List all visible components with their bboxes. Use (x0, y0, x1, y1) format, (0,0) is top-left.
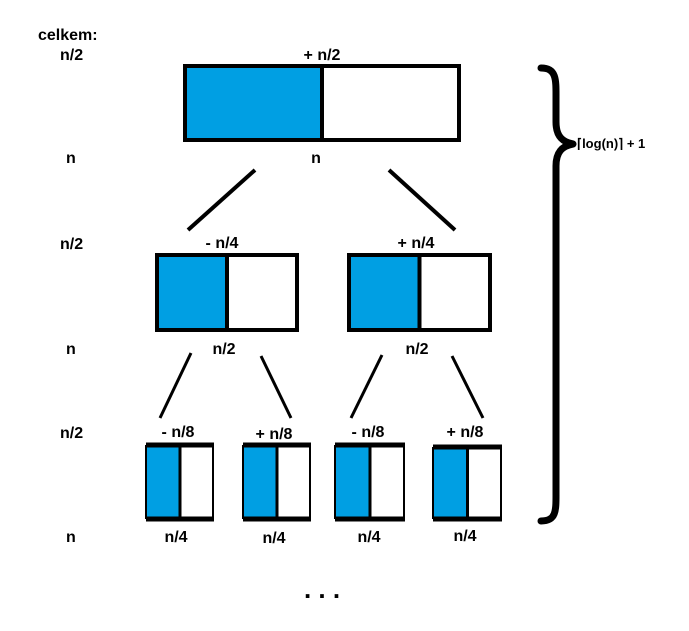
level2-right-bottom-label: n/2 (405, 341, 428, 358)
edge-l1-left (186, 168, 257, 232)
total-row-3: n/2 (60, 236, 83, 253)
level3-3-bottom-label: n/4 (357, 529, 380, 546)
level1-box-fill (185, 66, 322, 140)
level3-3-top-label: - n/8 (352, 424, 385, 441)
level1-top-label: + n/2 (304, 47, 341, 64)
level3-3-box-fill (335, 445, 370, 519)
level3-node-4: + n/8 n/4 (432, 424, 502, 545)
level3-2-bottom-label: n/4 (262, 530, 285, 547)
totals-column: celkem: n/2 n n/2 n n/2 n (38, 27, 98, 546)
totals-header: celkem: (38, 27, 98, 44)
level1-node: + n/2 n (183, 47, 461, 167)
level2-left-box-fill (157, 255, 227, 330)
edge-l2-right-a (349, 354, 384, 419)
level3-1-top-label: - n/8 (162, 424, 195, 441)
level3-node-1: - n/8 n/4 (145, 424, 214, 546)
edge-l2-left-a (158, 352, 193, 419)
level3-1-box-fill (146, 445, 180, 519)
level2-left-top-label: - n/4 (206, 235, 239, 252)
level2-right-box-outline (347, 253, 492, 332)
edge-l2-right-b (450, 355, 485, 419)
ellipsis: . . . (304, 574, 340, 604)
total-row-1: n/2 (60, 47, 83, 64)
edge-l1-right (387, 168, 457, 232)
level1-box-outline (183, 64, 461, 142)
level3-4-box-fill (433, 447, 468, 519)
edge-l2-left-b (259, 355, 293, 419)
brace-label: ⌈log(n)⌉ + 1 (577, 136, 645, 151)
curly-brace-icon (537, 64, 577, 525)
level3-1-bottom-label: n/4 (164, 529, 187, 546)
level1-bottom-label: n (311, 150, 321, 167)
level3-2-box-fill (243, 445, 277, 519)
total-row-6: n (66, 529, 76, 546)
total-row-2: n (66, 150, 76, 167)
total-row-5: n/2 (60, 425, 83, 442)
level3-node-3: - n/8 n/4 (334, 424, 405, 546)
level3-4-top-label: + n/8 (447, 424, 484, 441)
level2-node-left: - n/4 n/2 (155, 235, 299, 358)
level2-right-top-label: + n/4 (398, 235, 435, 252)
level2-right-box-fill (349, 255, 420, 330)
level2-left-box-outline (155, 253, 299, 332)
total-row-4: n (66, 341, 76, 358)
level3-4-bottom-label: n/4 (453, 528, 476, 545)
level2-left-bottom-label: n/2 (212, 341, 235, 358)
level3-2-top-label: + n/8 (256, 426, 293, 443)
level3-node-2: + n/8 n/4 (242, 426, 311, 547)
level2-node-right: + n/4 n/2 (347, 235, 492, 358)
